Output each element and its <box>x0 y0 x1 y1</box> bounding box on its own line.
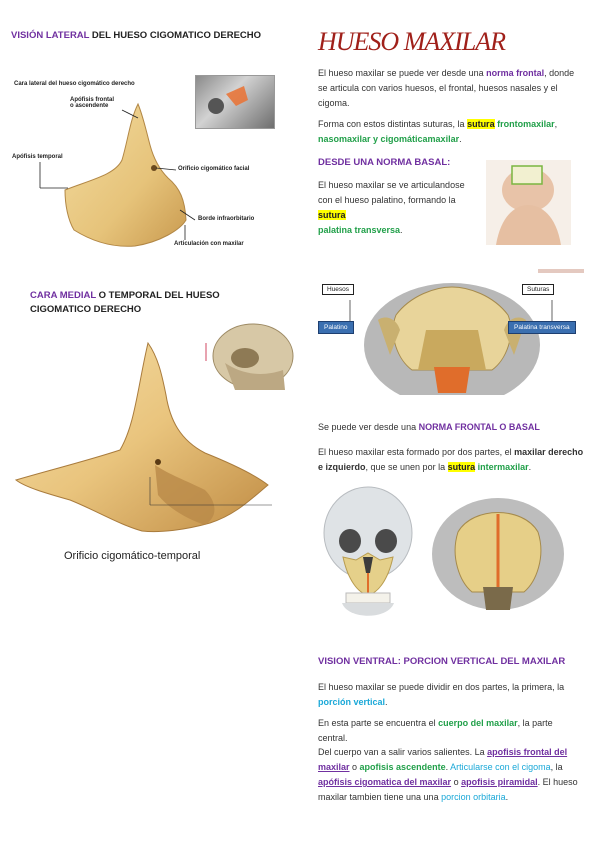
paragraph-norma-frontal: El hueso maxilar se puede ver desde una … <box>318 66 586 111</box>
term-apofisis-frontal: apofisis frontal del maxilar <box>318 747 568 772</box>
skull-medial-illustration <box>201 323 294 390</box>
heading-highlight: CARA MEDIAL <box>30 290 96 301</box>
text: , la <box>550 762 563 772</box>
heading-rest: O TEMPORAL DEL HUESO <box>95 290 220 301</box>
figure-caption: Cara lateral del hueso cigomático derech… <box>14 81 135 87</box>
section-heading-medial: CARA MEDIAL O TEMPORAL DEL HUESO CIGOMAT… <box>30 289 220 317</box>
text: . <box>385 697 388 707</box>
text: . <box>528 462 532 472</box>
label-orificio-cigomatico-temporal: Orificio cigomático-temporal <box>64 550 201 562</box>
paragraph-porcion-vertical: El hueso maxilar se puede dividir en dos… <box>318 680 590 710</box>
term-frontomaxilar: frontomaxilar <box>494 119 555 129</box>
heading-line2: CIGOMATICO DERECHO <box>30 304 142 315</box>
term-sutura: sutura <box>447 462 476 472</box>
text: Del cuerpo van a salir varios salientes.… <box>318 747 488 757</box>
heading-highlight: VISIÓN LATERAL <box>11 30 90 41</box>
term-apofisis-ascendente: apofisis ascendente <box>359 762 446 772</box>
paragraph-salientes: Del cuerpo van a salir varios salientes.… <box>318 745 591 805</box>
term-norma-frontal: norma frontal <box>486 68 545 78</box>
term-cuerpo-maxilar: cuerpo del maxilar <box>438 718 518 728</box>
text: En esta parte se encuentra el <box>318 718 439 728</box>
head-basal-thumbnail <box>486 160 571 245</box>
term-norma-frontal-basal: NORMA FRONTAL O BASAL <box>418 422 540 432</box>
text: Se puede ver desde una <box>318 422 419 432</box>
decorative-bar <box>538 269 584 273</box>
text: Forma con estos distintas suturas, la <box>318 119 468 129</box>
term-maxilar-derecho-izquierdo: maxilar derecho e izquierdo <box>318 447 584 472</box>
heading-rest: DEL HUESO CIGOMATICO DERECHO <box>89 30 262 41</box>
figure-skull-frontal <box>318 485 418 625</box>
text: o <box>349 762 360 772</box>
text: . <box>445 762 451 772</box>
label-articulacion-maxilar: Articulación con maxilar <box>174 241 244 247</box>
tag-palatino: Palatino <box>318 321 354 334</box>
skull-thumbnail-medial <box>201 318 297 398</box>
skull-thumbnail-lateral <box>195 75 275 129</box>
text: . El hueso maxilar tambien tiene una una <box>318 777 578 802</box>
tag-huesos: Huesos <box>322 284 355 295</box>
label-apofisis-frontal-line1: Apófisis frontal <box>70 97 115 103</box>
zygomatic-lateral-illustration <box>39 102 196 247</box>
heading-vision-ventral: VISION VENTRAL: PORCION VERTICAL DEL MAX… <box>318 656 566 667</box>
tag-suturas: Suturas <box>522 284 555 295</box>
heading-norma-basal: DESDE UNA NORMA BASAL: <box>318 157 451 168</box>
term-sutura: sutura <box>318 210 346 220</box>
term-palatina-transversa: palatina transversa <box>318 225 401 235</box>
text: El hueso maxilar se puede dividir en dos… <box>318 682 565 692</box>
zygomatic-medial-illustration <box>14 341 272 533</box>
text: . <box>459 134 462 144</box>
term-articulacion-cigoma: Articularse con el cigoma <box>450 762 551 772</box>
text: El hueso maxilar se ve articulandose con… <box>318 180 465 205</box>
text: , donde se articula con varios huesos, e… <box>318 68 575 108</box>
skull-frontal-illustration <box>323 486 413 616</box>
text: . <box>505 792 509 802</box>
figure-medial-zygomatic: Orificio cigomático-temporal <box>10 335 280 580</box>
paragraph-norma-frontal-basal: Se puede ver desde una NORMA FRONTAL O B… <box>318 420 586 435</box>
term-nasomaxilar: nasomaxilar y cigomáticamaxilar <box>318 134 460 144</box>
term-apofisis-piramidal: apofisis piramidal <box>461 777 538 787</box>
figure-skull-basal: Huesos Palatino Suturas Palatina transve… <box>316 275 588 407</box>
figure-lateral-zygomatic: Cara lateral del hueso cigomático derech… <box>10 70 280 255</box>
label-borde-infraorbitario: Borde infraorbitario <box>198 216 255 222</box>
term-intermaxilar: intermaxilar <box>475 462 529 472</box>
text: . <box>400 225 403 235</box>
label-orificio-cigomatico-facial: Orificio cigomático facial <box>178 166 250 172</box>
text: , la parte central. <box>318 718 553 743</box>
paragraph-cuerpo-maxilar: En esta parte se encuentra el cuerpo del… <box>318 716 580 746</box>
term-apofisis-cigomatica: apófisis cigomatica del maxilar <box>318 777 452 787</box>
page-title: HUESO MAXILAR <box>318 27 506 56</box>
palate-illustration <box>432 498 564 610</box>
paragraph-suturas: Forma con estos distintas suturas, la su… <box>318 117 586 147</box>
text: El hueso maxilar esta formado por dos pa… <box>318 447 515 457</box>
paragraph-norma-basal: El hueso maxilar se ve articulandose con… <box>318 178 468 238</box>
term-porcion-orbitaria: porcion orbitaria <box>441 792 506 802</box>
text: El hueso maxilar se puede ver desde una <box>318 68 487 78</box>
head-basal-illustration <box>486 160 571 245</box>
label-apofisis-temporal: Apófisis temporal <box>12 154 63 160</box>
section-heading-lateral: VISIÓN LATERAL DEL HUESO CIGOMATICO DERE… <box>11 30 261 41</box>
figure-palate-basal <box>428 492 568 614</box>
text: , <box>554 119 558 129</box>
term-sutura: sutura <box>467 119 495 129</box>
label-apofisis-frontal-line2: o ascendente <box>70 103 109 109</box>
text: , que se unen por la <box>365 462 448 472</box>
tag-palatina-transversa: Palatina transversa <box>508 321 576 334</box>
term-porcion-vertical: porción vertical <box>318 697 386 707</box>
skull-thumbnail-highlight <box>208 86 248 114</box>
skull-basal-illustration <box>349 283 553 407</box>
paragraph-dos-partes: El hueso maxilar esta formado por dos pa… <box>318 445 590 475</box>
text: o <box>451 777 462 787</box>
